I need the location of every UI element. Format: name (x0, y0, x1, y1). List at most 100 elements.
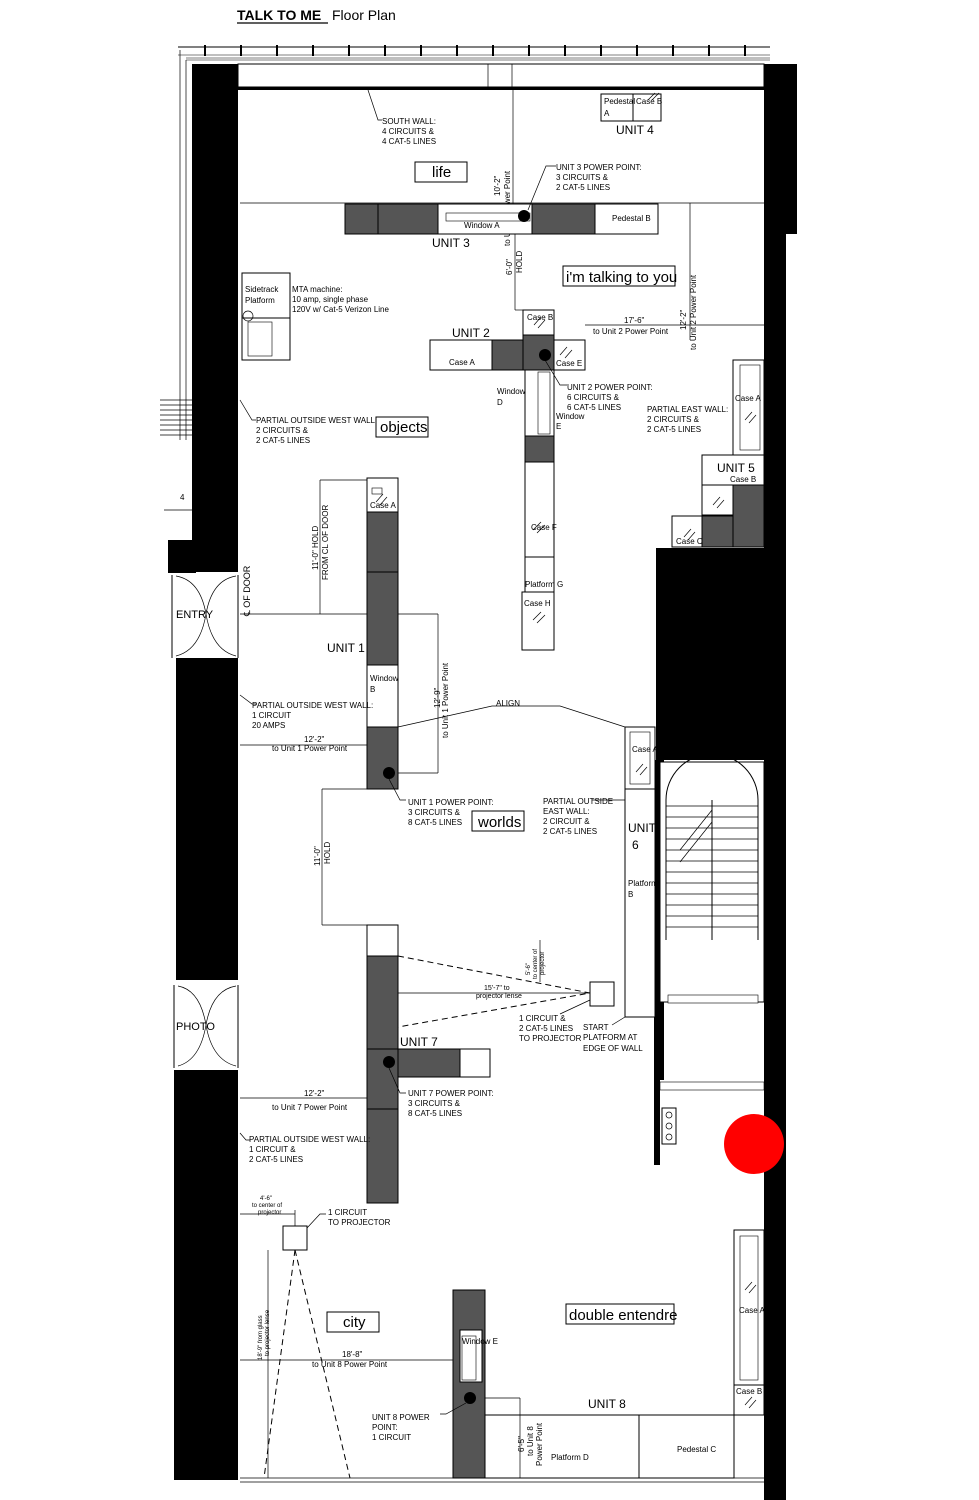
sidetrack-platform[interactable] (241, 272, 291, 361)
title-main: TALK TO ME (237, 7, 321, 23)
u2-case-f: Case F (531, 523, 557, 532)
dim-u1-horiz: 12'-2"to Unit 1 Power Point (272, 735, 348, 753)
u2-case-e: Case E (556, 359, 582, 368)
note-u3-power: UNIT 3 POWER POINT:3 CIRCUITS &2 CAT-5 L… (556, 163, 642, 192)
photo-label: PHOTO (176, 1021, 215, 1033)
unit-6-label-b: 6 (632, 838, 639, 852)
title-sub: Floor Plan (332, 7, 396, 23)
zone-talking: i'm talking to you (566, 269, 677, 286)
u5-case-b: Case B (730, 475, 756, 484)
dim-hold-6: 6'-0"HOLD (505, 251, 524, 275)
zone-city-box (326, 1311, 380, 1333)
u4-case-b: Case B (636, 97, 662, 106)
stairwell (659, 753, 765, 1145)
u4-pedestal-a1: Pedestal (604, 97, 635, 106)
u8-case-a: Case A (739, 1306, 765, 1315)
u2-case-h: Case H (524, 599, 551, 608)
dim-u1-vert: 12'-9"to Unit 1 Power Point (433, 662, 450, 738)
note-partial-west-3: PARTIAL OUTSIDE WEST WALL:1 CIRCUIT &2 C… (249, 1135, 370, 1164)
unit-4-label: UNIT 4 (616, 123, 654, 137)
unit-7-label: UNIT 7 (400, 1035, 438, 1049)
u1-case-a: Case A (370, 501, 396, 510)
dim-proj2-lense: 18'-9" from glassto projector lense (258, 1309, 271, 1360)
num-4: 4 (180, 493, 185, 502)
u4-pedestal-a2: A (604, 109, 610, 118)
zone-worlds-box (471, 810, 525, 832)
unit-1-label: UNIT 1 (327, 641, 365, 655)
align-label: ALIGN (496, 699, 520, 708)
dim-hold-11-door: 11'-0" HOLDFROM CL OF DOOR (311, 505, 330, 580)
note-partial-east: PARTIAL EAST WALL:2 CIRCUITS &2 CAT-5 LI… (647, 405, 728, 434)
u2-case-b: Case B (527, 313, 553, 322)
sidetrack-1: Sidetrack (245, 285, 279, 294)
zone-city: city (343, 1314, 366, 1331)
dim-proj-center: 5'-6"to center ofprojector (526, 949, 546, 979)
u2-case-a: Case A (449, 358, 475, 367)
unit-7[interactable] (366, 924, 615, 1204)
unit-5-label: UNIT 5 (717, 461, 755, 475)
dim-u2-horiz: 17'-6"to Unit 2 Power Point (593, 316, 669, 336)
cl-door-label: ℄ OF DOOR (242, 565, 252, 617)
red-marker (724, 1114, 784, 1174)
zone-double-box (565, 1303, 675, 1325)
unit-5[interactable] (671, 359, 765, 548)
dim-u8-vert: 6'-5"to Unit 8Power Point (517, 1422, 544, 1466)
unit-2-label: UNIT 2 (452, 326, 490, 340)
u5-case-a: Case A (735, 394, 761, 403)
u8-pedestal-c: Pedestal C (677, 1445, 716, 1454)
zone-double: double entendre (569, 1307, 677, 1324)
unit-4[interactable] (600, 92, 662, 122)
unit-3[interactable] (344, 203, 659, 235)
unit-6[interactable] (624, 726, 656, 1018)
zone-worlds: worlds (477, 814, 521, 831)
unit-1[interactable] (366, 477, 399, 790)
u8-platform-d: Platform D (551, 1453, 589, 1462)
dim-u2-vert: 12'-2"to Unit 2 Power Point (679, 274, 698, 350)
sidetrack-2: Platform (245, 296, 275, 305)
zone-life-box (414, 161, 468, 183)
u3-window-a: Window A (464, 221, 500, 230)
unit-3-label: UNIT 3 (432, 236, 470, 250)
u8-window-e: Window E (462, 1337, 498, 1346)
unit-8[interactable] (452, 1229, 765, 1479)
u2-platform-g: Platform G (525, 580, 563, 589)
u3-pedestal-b: Pedestal B (612, 214, 651, 223)
zone-objects-box (375, 416, 429, 438)
dim-u7-horiz: 12'-2"to Unit 7 Power Point (272, 1089, 348, 1112)
note-south-wall: SOUTH WALL:4 CIRCUITS &4 CAT-5 LINES (382, 117, 436, 146)
top-glazing (178, 45, 770, 61)
note-u7-power: UNIT 7 POWER POINT:3 CIRCUITS &8 CAT-5 L… (408, 1089, 494, 1118)
entry-door[interactable] (171, 575, 239, 658)
photo-door[interactable] (173, 985, 239, 1068)
unit-6-label-a: UNIT (628, 821, 657, 835)
projector-2 (240, 1210, 351, 1479)
dim-hold-11: 11'-0"HOLD (313, 842, 332, 866)
entry-label: ENTRY (176, 609, 214, 621)
note-u2-power: UNIT 2 POWER POINT:6 CIRCUITS &6 CAT-5 L… (567, 383, 653, 412)
unit-8-label: UNIT 8 (588, 1397, 626, 1411)
zone-talking-box (562, 265, 676, 287)
u5-case-c: Case C (676, 537, 703, 546)
zone-life: life (432, 164, 451, 181)
note-u1-power: UNIT 1 POWER POINT:3 CIRCUITS &8 CAT-5 L… (408, 798, 494, 827)
note-partial-west-1: PARTIAL OUTSIDE WEST WALL:2 CIRCUITS &2 … (256, 416, 377, 445)
dim-u8-horiz: 18'-8"to Unit 8 Power Point (312, 1350, 388, 1369)
zone-objects: objects (380, 419, 428, 436)
unit-2[interactable] (429, 309, 586, 651)
u8-case-b: Case B (736, 1387, 762, 1396)
u6-case-a: Case A (632, 745, 658, 754)
